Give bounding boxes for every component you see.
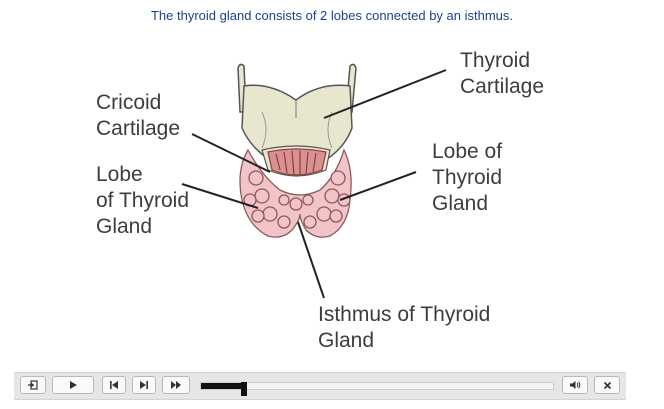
- exit-icon: [28, 380, 38, 390]
- thyroid-gland-shape: [239, 148, 352, 238]
- player-control-bar: [14, 372, 626, 400]
- pointer-lines: [181, 69, 447, 299]
- close-button[interactable]: [594, 376, 620, 394]
- label-lobe-left: Lobe of Thyroid Gland: [96, 163, 189, 238]
- play-button[interactable]: [52, 376, 94, 394]
- play-icon: [70, 381, 77, 389]
- volume-button[interactable]: [562, 376, 588, 394]
- exit-button[interactable]: [20, 376, 46, 394]
- progress-handle[interactable]: [240, 382, 247, 396]
- cricothyroid-muscle: [267, 148, 327, 176]
- fast-forward-button[interactable]: [162, 376, 190, 394]
- progress-track[interactable]: [200, 382, 554, 396]
- fast-forward-icon: [171, 381, 181, 389]
- next-button[interactable]: [132, 376, 156, 394]
- volume-icon: [570, 381, 581, 389]
- slide-caption: The thyroid gland consists of 2 lobes co…: [150, 8, 514, 23]
- label-cricoid-cartilage: Cricoid Cartilage: [96, 91, 181, 140]
- skip-forward-icon: [140, 381, 148, 389]
- progress-fill: [201, 383, 247, 389]
- label-thyroid-cartilage: Thyroid Cartilage: [460, 49, 545, 98]
- previous-button[interactable]: [102, 376, 126, 394]
- close-icon: [603, 381, 611, 389]
- label-isthmus: Isthmus of Thyroid Gland: [318, 303, 491, 352]
- skip-back-icon: [110, 381, 118, 389]
- label-lobe-right: Lobe of Thyroid Gland: [432, 140, 503, 215]
